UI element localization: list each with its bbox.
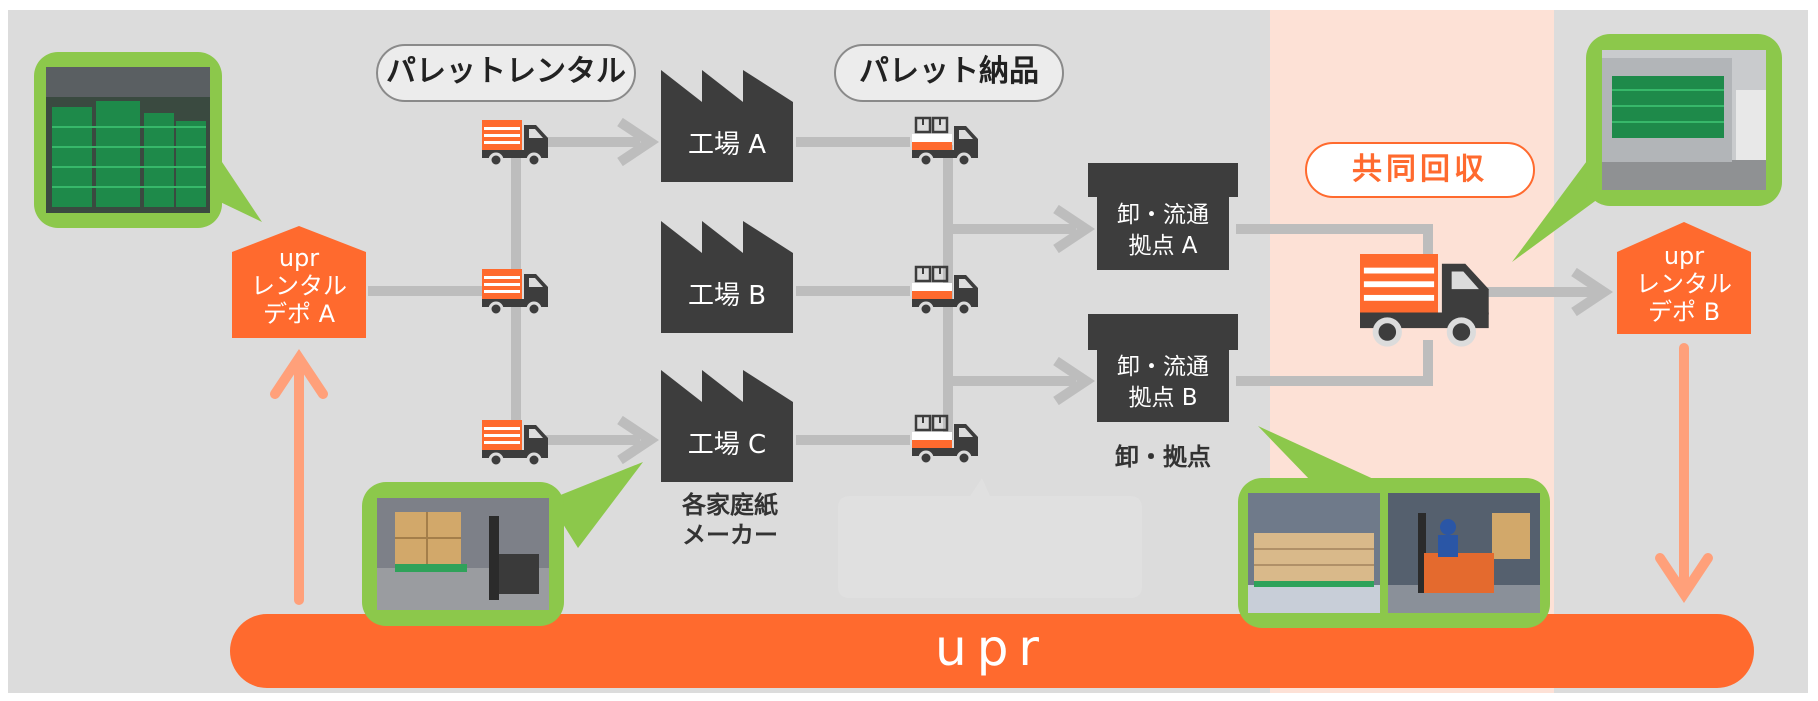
factory-b-building <box>661 221 793 333</box>
depot-b-label: upr レンタル デポ B <box>1636 242 1732 326</box>
factory-a-building <box>661 70 793 182</box>
factory-b-label: 工場 B <box>687 281 767 311</box>
callout-tail <box>1512 146 1602 262</box>
photo-icon <box>377 498 549 610</box>
forklift-operator-photo <box>1388 493 1540 613</box>
photo-icon <box>1602 50 1766 190</box>
callout-tail <box>214 150 262 222</box>
photo-icon <box>46 67 210 213</box>
upr-bar-label: upr <box>935 619 1049 677</box>
return-arrows <box>270 343 1713 605</box>
hub-a-building <box>1088 163 1238 270</box>
forklift-loading-boxes-photo <box>362 482 564 626</box>
factory-c-label: 工場 C <box>687 430 767 460</box>
flow-connectors <box>368 117 1614 465</box>
depot-b-shape <box>1617 222 1751 334</box>
depot-a-label: upr レンタル デポ A <box>251 244 347 328</box>
hub-caption: 卸・拠点 <box>1115 443 1211 471</box>
stacked-green-pallets-photo <box>34 52 222 228</box>
hub-a-label: 卸・流通 拠点 A <box>1117 202 1209 259</box>
pallet-delivery-pill: パレット納品 <box>834 44 1064 102</box>
warehouse-goods-photo <box>1238 478 1550 628</box>
pallet-rental-pill: パレットレンタル <box>376 44 636 102</box>
callout-tail <box>548 462 643 548</box>
callout-tail <box>1258 426 1380 482</box>
hub-b-label: 卸・流通 拠点 B <box>1117 354 1209 411</box>
upr-bottom-bar <box>230 614 1754 688</box>
joint-collection-pill: 共同回収 <box>1305 142 1535 198</box>
truck-with-pallets-photo <box>1586 34 1782 206</box>
factory-c-building <box>661 370 793 482</box>
photo-icon <box>1248 493 1380 613</box>
depot-a-shape <box>232 226 366 338</box>
hub-b-building <box>1088 314 1238 422</box>
empty-callout-box <box>838 478 1142 598</box>
factory-a-label: 工場 A <box>687 130 767 160</box>
manufacturer-caption: 各家庭紙 メーカー <box>682 491 778 549</box>
